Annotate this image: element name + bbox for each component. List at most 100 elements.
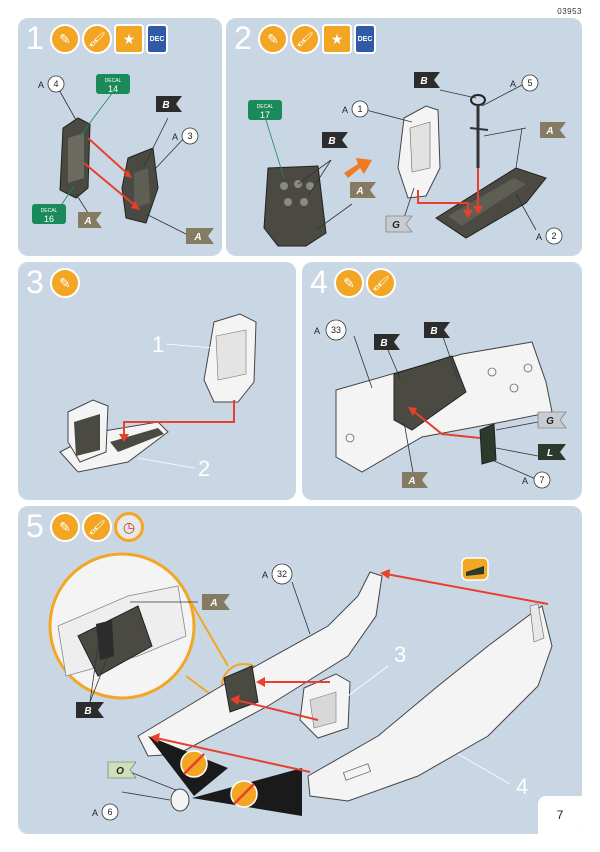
color-code: A (209, 598, 217, 609)
spinner-part (170, 788, 190, 812)
color-flag-b (374, 334, 400, 350)
decal-number: 17 (260, 110, 270, 120)
step-icons: ✎ 🖌 ★ DEC (258, 24, 376, 54)
instrument-panel-part (263, 165, 327, 247)
step-1-panel: 1 ✎ 🖌 ★ DEC A 4 A 3 DECAL (18, 18, 222, 256)
decal-label: DECAL (105, 78, 122, 84)
color-code: B (430, 326, 437, 337)
page-number: 7 (538, 796, 582, 834)
decal-label: DECAL (41, 208, 58, 214)
part-callout-circle (271, 563, 293, 585)
assembly-arrow (155, 737, 311, 773)
step-1-drawing: A 4 A 3 DECAL 14 DECAL 16 B A A (32, 74, 214, 244)
decal-sheet-icon: ★ (114, 24, 144, 54)
part-callout-circle (101, 803, 119, 821)
step-5-drawing: A 32 3 4 A 6 A B O (48, 552, 553, 821)
part-callout-circle (325, 319, 347, 341)
part-callout-circle (533, 471, 551, 489)
glue-icon: ✎ (334, 268, 364, 298)
step-number: 2 (234, 20, 252, 56)
document-code: 03953 (557, 7, 582, 16)
decal-label: DECAL (257, 104, 274, 110)
step-number: 1 (26, 20, 44, 56)
part-number: 2 (198, 456, 210, 481)
step-number: 4 (310, 264, 328, 300)
part-number: 2 (551, 231, 556, 241)
part-number: 3 (394, 642, 406, 667)
color-flag-l (538, 444, 566, 460)
glue-icon: ✎ (50, 24, 80, 54)
assembly-arrow (123, 400, 235, 438)
step-number: 3 (26, 264, 44, 300)
decal-sheet-icon: ★ (322, 24, 352, 54)
part-number: 33 (331, 325, 341, 335)
glue-icon: ✎ (258, 24, 288, 54)
color-flag-a (540, 122, 566, 138)
part-number: 32 (277, 569, 287, 579)
part-number: 3 (187, 131, 192, 141)
assembly-arrow (385, 573, 549, 605)
color-flag-b (322, 132, 348, 148)
direction-arrow (344, 158, 372, 178)
color-code: A (407, 476, 415, 487)
step-number: 5 (26, 508, 44, 544)
color-flag-b (414, 72, 440, 88)
part-number: 5 (527, 78, 532, 88)
part-number: 4 (53, 79, 58, 89)
step-4-drawing: A 33 A 7 B B G L A (314, 319, 567, 489)
assembly-arrow (417, 190, 469, 214)
color-flag-a (186, 228, 214, 244)
paint-brush-icon: 🖌 (82, 512, 112, 542)
color-code: A (355, 186, 363, 197)
color-flag-b (156, 96, 182, 112)
part-number: 6 (107, 807, 112, 817)
color-flag-o (107, 761, 137, 779)
color-flag-g (385, 215, 413, 233)
part-prefix: A (522, 476, 528, 486)
color-flag-a (402, 472, 428, 488)
color-code: O (116, 766, 124, 777)
paint-brush-icon: 🖌 (366, 268, 396, 298)
color-code: B (380, 338, 387, 349)
color-code: G (392, 220, 400, 231)
assembly-arrow (87, 137, 131, 177)
color-code: A (83, 216, 91, 227)
step-icons: ✎ 🖌 ◷ (50, 512, 144, 542)
part-number: 1 (152, 332, 164, 357)
part-prefix: A (314, 326, 320, 336)
drying-time-icon: ◷ (114, 512, 144, 542)
part-prefix: A (172, 132, 178, 142)
color-flag-a (78, 212, 102, 228)
color-code: B (162, 100, 169, 111)
color-code: L (547, 448, 553, 459)
part-prefix: A (510, 79, 516, 89)
color-code: B (420, 76, 427, 87)
assembly-arrow (411, 409, 481, 439)
part-callout-circle (351, 100, 369, 118)
control-stick-part (470, 94, 486, 106)
decal-softener-icon: DEC (146, 24, 168, 54)
part-number: 4 (516, 774, 528, 799)
glue-icon: ✎ (50, 512, 80, 542)
assembly-arrow (83, 162, 139, 209)
step-4-panel: 4 ✎ 🖌 A 33 A 7 B B (302, 262, 582, 500)
color-flag-g (537, 411, 567, 429)
part-prefix: A (262, 570, 268, 580)
decal-number: 14 (108, 84, 118, 94)
decal-number: 16 (44, 214, 54, 224)
step-2-drawing: A 1 A 5 A 2 DECAL 17 B B A A G (248, 72, 566, 247)
part-callout-circle (181, 127, 199, 145)
step-icons: ✎ 🖌 ★ DEC (50, 24, 168, 54)
glue-icon: ✎ (50, 268, 80, 298)
fuselage-other-half (307, 605, 553, 802)
step-5-panel: 5 ✎ 🖌 ◷ (18, 506, 582, 834)
assembly-arrow (235, 699, 319, 721)
part-prefix: A (92, 808, 98, 818)
step-icons: ✎ 🖌 (334, 268, 396, 298)
step-2-panel: 2 ✎ 🖌 ★ DEC (226, 18, 582, 256)
color-flag-a (350, 182, 376, 198)
decal-softener-icon: DEC (354, 24, 376, 54)
step-3-drawing: 1 2 (59, 313, 257, 481)
color-code: A (193, 232, 201, 243)
part-prefix: A (342, 105, 348, 115)
